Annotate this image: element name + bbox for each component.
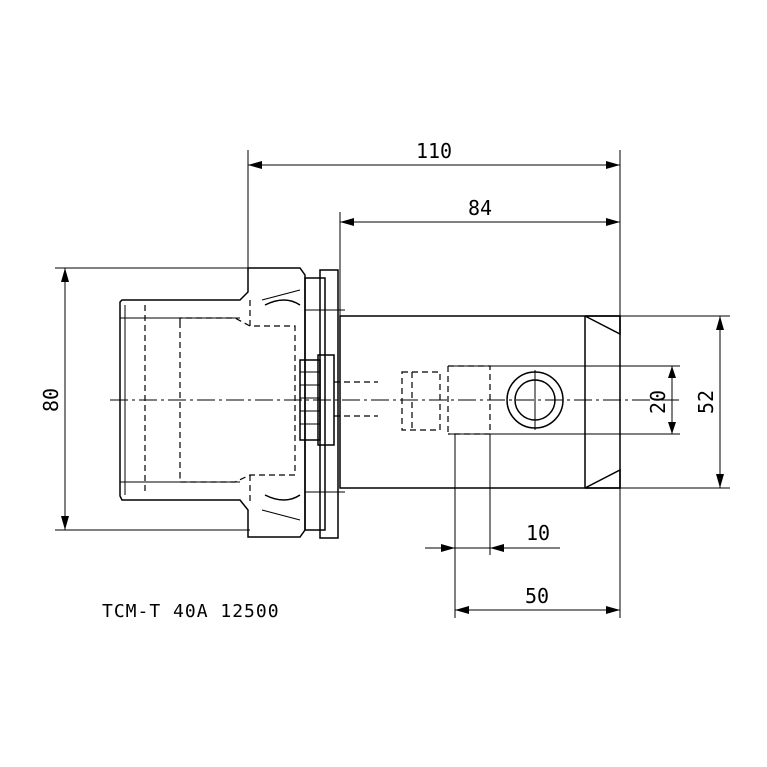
dim-label-20: 20 — [646, 390, 670, 414]
dimension-slot-width: 20 — [646, 366, 676, 434]
dim-label-50: 50 — [525, 584, 549, 608]
dim-label-80: 80 — [39, 388, 63, 412]
taper-shank — [119, 267, 306, 538]
part-code-label: TCM-T 40A 12500 — [102, 601, 280, 622]
dim-label-52: 52 — [694, 390, 718, 414]
body-block — [339, 315, 621, 489]
dimension-slot-length: 50 — [455, 584, 620, 614]
dimension-slot-offset: 10 — [425, 521, 560, 552]
dim-label-110: 110 — [416, 139, 452, 163]
dim-label-84: 84 — [468, 196, 492, 220]
dimension-body-length: 84 — [340, 196, 620, 226]
dim-label-10: 10 — [526, 521, 550, 545]
dimension-body-height: 52 — [694, 316, 724, 488]
dimension-flange-diameter: 80 — [39, 268, 69, 530]
flange — [299, 269, 378, 539]
dimension-overall-length: 110 — [248, 139, 620, 169]
extension-lines — [55, 150, 730, 618]
